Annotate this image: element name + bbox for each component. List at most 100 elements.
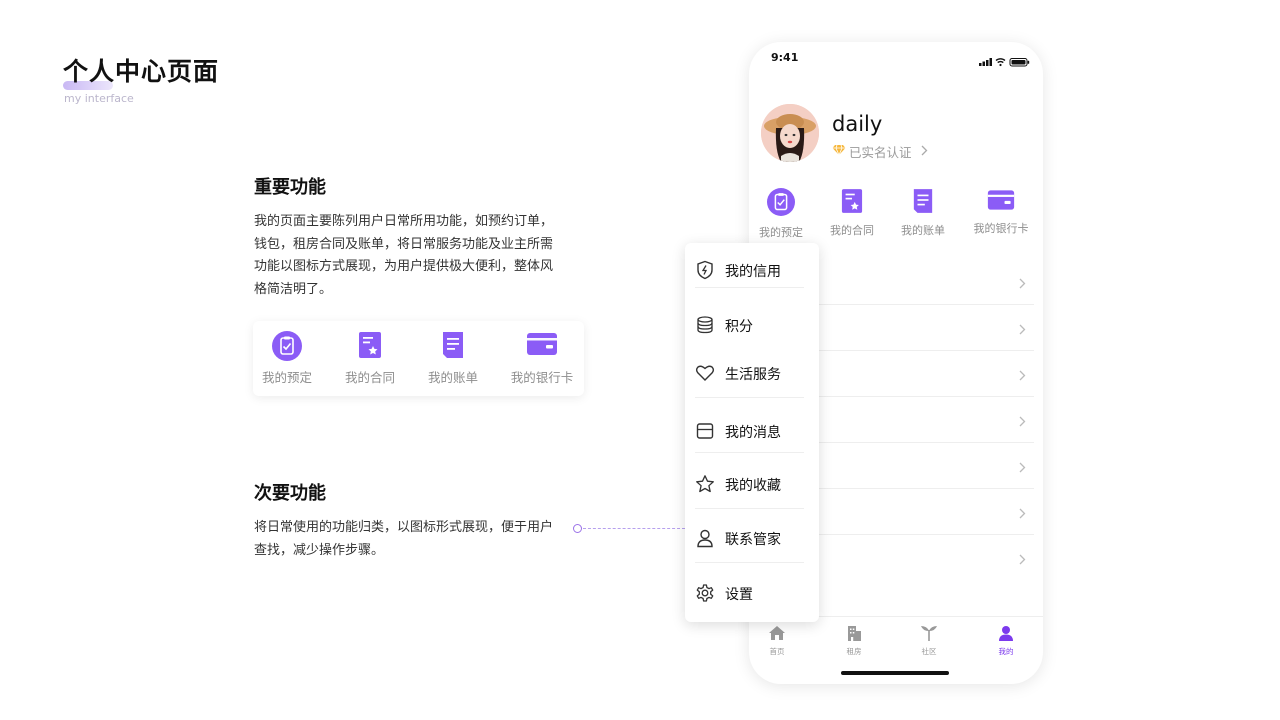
bill-icon — [441, 331, 465, 363]
tab-community[interactable]: 社区 — [904, 625, 954, 657]
phone-func-label: 我的预定 — [759, 226, 803, 239]
secondary-section-title: 次要功能 — [254, 483, 326, 504]
home-icon — [768, 626, 786, 645]
menu-item-favorites[interactable]: 我的收藏 — [695, 469, 805, 499]
tab-rent[interactable]: 租房 — [829, 625, 879, 657]
phone-func-label: 我的合同 — [830, 224, 874, 237]
tab-label: 我的 — [998, 647, 1014, 656]
phone-func-label: 我的账单 — [901, 224, 945, 237]
menu-item-settings[interactable]: 设置 — [695, 578, 805, 608]
chevron-right-icon — [1019, 320, 1026, 339]
menu-item-life-service[interactable]: 生活服务 — [695, 358, 805, 388]
secondary-section-desc: 将日常使用的功能归类，以图标形式展现，便于用户 查找，减少操作步骤。 — [254, 517, 574, 562]
phone-func-label: 我的银行卡 — [973, 222, 1029, 235]
chevron-right-icon — [1019, 366, 1026, 385]
desc-line: 查找，减少操作步骤。 — [254, 542, 385, 558]
menu-divider — [695, 508, 804, 509]
page-subtitle: my interface — [64, 92, 134, 105]
menu-item-label: 生活服务 — [725, 367, 781, 383]
phone-list-row[interactable] — [749, 304, 1034, 351]
clipboard-check-icon — [272, 331, 302, 365]
battery-icon — [1009, 58, 1030, 67]
menu-item-credit[interactable]: 我的信用 — [695, 255, 805, 285]
page-title: 个人中心页面 — [63, 57, 220, 86]
chevron-right-icon — [921, 144, 928, 159]
phone-func-contract[interactable]: 我的合同 — [817, 188, 887, 238]
menu-item-messages[interactable]: 我的消息 — [695, 416, 805, 446]
menu-item-label: 我的消息 — [725, 425, 781, 441]
menu-divider — [695, 287, 804, 288]
contract-star-icon — [817, 188, 887, 218]
phone-func-bank-card[interactable]: 我的银行卡 — [966, 188, 1036, 236]
desc-line: 将日常使用的功能归类，以图标形式展现，便于用户 — [254, 520, 554, 535]
verify-text: 已实名认证 — [849, 145, 912, 160]
phone-list-row[interactable] — [749, 534, 1034, 580]
phone-func-reservation[interactable]: 我的预定 — [749, 188, 816, 240]
connector-dashed-line — [583, 528, 685, 529]
bank-card-icon — [526, 331, 558, 361]
signal-icon — [979, 58, 992, 66]
primary-section-desc: 我的页面主要陈列用户日常所用功能，如预约订单， 钱包，租房合同及账单，将日常服务… — [254, 211, 574, 301]
menu-item-points[interactable]: 积分 — [695, 310, 805, 340]
contract-star-icon — [358, 331, 382, 363]
gear-icon — [695, 583, 715, 607]
menu-item-label: 我的收藏 — [725, 478, 781, 494]
tab-label: 社区 — [921, 647, 937, 656]
desc-line: 钱包，租房合同及账单，将日常服务功能及业主所需 — [254, 236, 554, 252]
tab-mine[interactable]: 我的 — [981, 625, 1031, 657]
tab-label: 租房 — [846, 647, 862, 656]
status-icons — [979, 52, 1031, 71]
title-underline-decoration — [63, 81, 113, 90]
menu-item-label: 设置 — [725, 587, 753, 603]
feature-card: 我的预定 我的合同 我的账单 我的银行卡 — [253, 321, 584, 396]
menu-item-label: 积分 — [725, 319, 753, 335]
card-item-bank-card[interactable]: 我的银行卡 — [501, 321, 583, 396]
butler-icon — [695, 528, 715, 552]
heart-icon — [695, 363, 715, 387]
menu-item-butler[interactable]: 联系管家 — [695, 523, 805, 553]
menu-item-label: 我的信用 — [725, 264, 781, 280]
secondary-menu-popup: 我的信用 积分 生活服务 我的消息 我的收藏 联系管家 — [685, 243, 819, 622]
chevron-right-icon — [1019, 550, 1026, 569]
desc-line: 功能以图标方式展现，为用户提供极大便利，整体风 — [254, 259, 554, 274]
avatar[interactable] — [761, 104, 819, 162]
bill-icon — [888, 188, 958, 218]
chevron-right-icon — [1019, 412, 1026, 431]
clipboard-check-icon — [749, 188, 816, 220]
star-icon — [695, 474, 715, 498]
message-box-icon — [695, 421, 715, 445]
coins-stack-icon — [695, 315, 715, 339]
chevron-right-icon — [1019, 504, 1026, 523]
card-item-bill[interactable]: 我的账单 — [412, 321, 494, 396]
connector-dot — [573, 524, 582, 533]
phone-func-bill[interactable]: 我的账单 — [888, 188, 958, 238]
card-item-label: 我的账单 — [427, 370, 478, 385]
tab-label: 首页 — [769, 647, 785, 656]
sprout-icon — [920, 626, 938, 645]
chevron-right-icon — [1019, 274, 1026, 293]
card-item-reservation[interactable]: 我的预定 — [246, 321, 328, 396]
card-item-label: 我的银行卡 — [510, 370, 574, 385]
menu-divider — [695, 452, 804, 453]
card-item-label: 我的合同 — [344, 370, 395, 385]
user-icon — [998, 626, 1014, 645]
status-time: 9:41 — [771, 51, 799, 64]
diamond-icon — [832, 144, 846, 159]
username: daily — [832, 112, 883, 136]
tab-home[interactable]: 首页 — [752, 625, 802, 657]
wifi-icon — [995, 58, 1006, 67]
bank-card-icon — [966, 188, 1036, 216]
primary-section-title: 重要功能 — [254, 177, 326, 198]
menu-divider — [695, 397, 804, 398]
menu-divider — [695, 562, 804, 563]
building-icon — [846, 626, 862, 645]
card-item-label: 我的预定 — [261, 370, 312, 385]
desc-line: 我的页面主要陈列用户日常所用功能，如预约订单， — [254, 214, 554, 229]
desc-line: 格简洁明了。 — [254, 281, 333, 297]
verify-badge[interactable]: 已实名认证 — [832, 142, 928, 161]
tab-bar: 首页 租房 社区 我的 — [749, 616, 1043, 667]
menu-item-label: 联系管家 — [725, 532, 781, 548]
home-indicator — [841, 671, 949, 675]
chevron-right-icon — [1019, 458, 1026, 477]
card-item-contract[interactable]: 我的合同 — [329, 321, 411, 396]
